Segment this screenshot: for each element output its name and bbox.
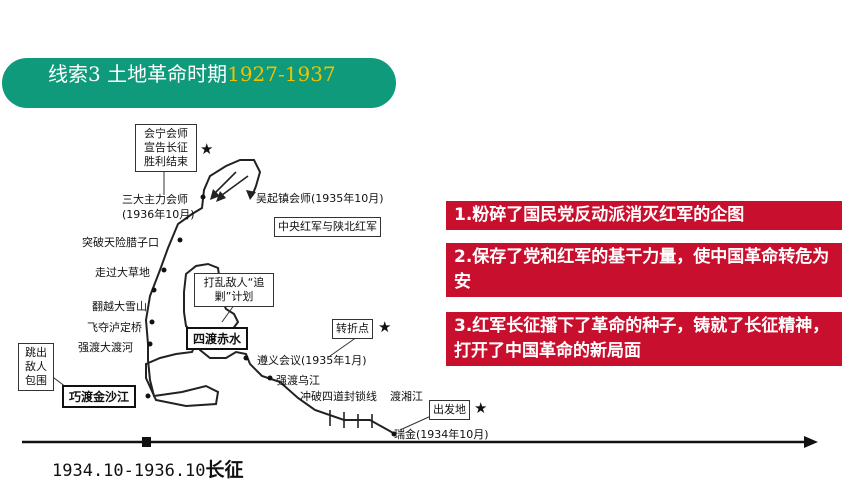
timeline-marker <box>142 437 151 447</box>
section-title: 线索3 土地革命时期1927-1937 <box>48 62 378 86</box>
route-arrowhead <box>246 190 256 200</box>
station-dot <box>147 341 153 347</box>
station-dot <box>145 393 151 399</box>
place-three-armies: 三大主力会师 <box>122 193 188 206</box>
callout-pointer <box>399 415 432 431</box>
station-dot <box>161 267 167 273</box>
timeline-period: 1934.10-1936.10 <box>52 461 206 481</box>
callout-start: 出发地 <box>429 400 470 420</box>
station-dot <box>151 287 157 293</box>
place-wuqi: 吴起镇会师(1935年10月) <box>256 192 384 205</box>
place-zunyi: 遵义会议(1935年1月) <box>257 354 367 367</box>
station-dot <box>177 237 183 243</box>
place-snow-mountain: 翻越大雪山 <box>92 300 147 313</box>
place-dadu: 强渡大渡河 <box>78 341 133 354</box>
station-dot <box>243 355 249 361</box>
timeline-label: 1934.10-1936.10长征 <box>52 455 244 482</box>
route-arrowhead <box>210 189 220 200</box>
significance-card-1: 1.粉碎了国民党反动派消灭红军的企图 <box>446 201 842 230</box>
callout-central-shaanbei: 中央红军与陕北红军 <box>274 217 381 237</box>
place-wujiang: 强渡乌江 <box>276 374 320 387</box>
timeline-event: 长征 <box>205 459 244 481</box>
place-three-armies-date: (1936年10月) <box>122 208 195 221</box>
station-dot <box>267 375 273 381</box>
callout-escape: 跳出敌人包围 <box>18 343 54 391</box>
route-arrow <box>217 175 249 199</box>
callout-huining: 会宁会师宣告长征胜利结束 <box>135 124 197 172</box>
star-icon: ★ <box>474 399 488 417</box>
star-icon: ★ <box>378 318 392 336</box>
section-title-years: 1927-1937 <box>227 62 336 86</box>
section-header-pill <box>2 58 396 108</box>
station-dot <box>200 194 206 200</box>
significance-card-2: 2.保存了党和红军的基干力量，使中国革命转危为安 <box>446 243 842 297</box>
place-ruijin: 瑞金(1934年10月) <box>394 428 489 441</box>
star-icon: ★ <box>200 140 214 158</box>
place-four-lines: 冲破四道封锁线 <box>300 390 377 403</box>
place-xiangjiang: 渡湘江 <box>390 390 423 403</box>
section-title-prefix: 线索3 土地革命时期 <box>48 62 228 86</box>
place-luding: 飞夺泸定桥 <box>87 321 142 334</box>
place-grassland: 走过大草地 <box>95 266 150 279</box>
place-lazikou: 突破天险腊子口 <box>82 236 159 249</box>
station-dot <box>391 431 397 437</box>
highlight-qiaodu-jinsha: 巧渡金沙江 <box>62 385 137 408</box>
route-arrowhead <box>216 191 226 202</box>
callout-turning-point: 转折点 <box>332 319 373 339</box>
blockade-lines <box>329 410 373 428</box>
station-dot <box>149 319 155 325</box>
highlight-sidu-chishui: 四渡赤水 <box>186 327 249 350</box>
timeline-arrowhead <box>804 436 818 448</box>
callout-pointer <box>329 336 358 357</box>
significance-card-3: 3.红军长征播下了革命的种子，铸就了长征精神，打开了中国革命的新局面 <box>446 312 842 366</box>
callout-break-chase: 打乱敌人“追剿”计划 <box>194 273 274 307</box>
